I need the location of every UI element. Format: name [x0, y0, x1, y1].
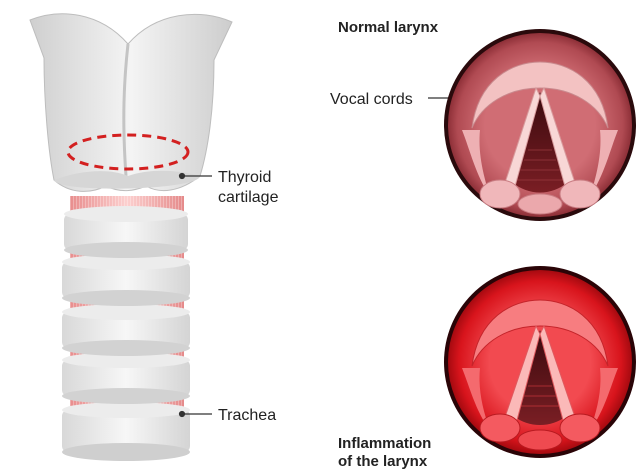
trachea [62, 196, 190, 461]
normal-larynx-view [444, 29, 636, 221]
trachea-ring [62, 304, 190, 356]
normal-larynx-title: Normal larynx [338, 19, 439, 36]
inflamed-larynx-view [444, 266, 636, 458]
thyroid-label-line2: cartilage [218, 189, 279, 206]
trachea-label: Trachea [218, 407, 276, 424]
inflammation-title-line1: Inflammation [338, 435, 431, 452]
inflammation-title-line2: of the larynx [338, 453, 428, 470]
thyroid-label-line1: Thyroid [218, 169, 271, 186]
thyroid-cartilage [30, 14, 232, 192]
trachea-ring [62, 254, 190, 306]
trachea-ring [62, 352, 190, 404]
vocal-cords-label: Vocal cords [330, 91, 413, 108]
trachea-ring [64, 206, 188, 258]
trachea-ring [62, 402, 190, 461]
